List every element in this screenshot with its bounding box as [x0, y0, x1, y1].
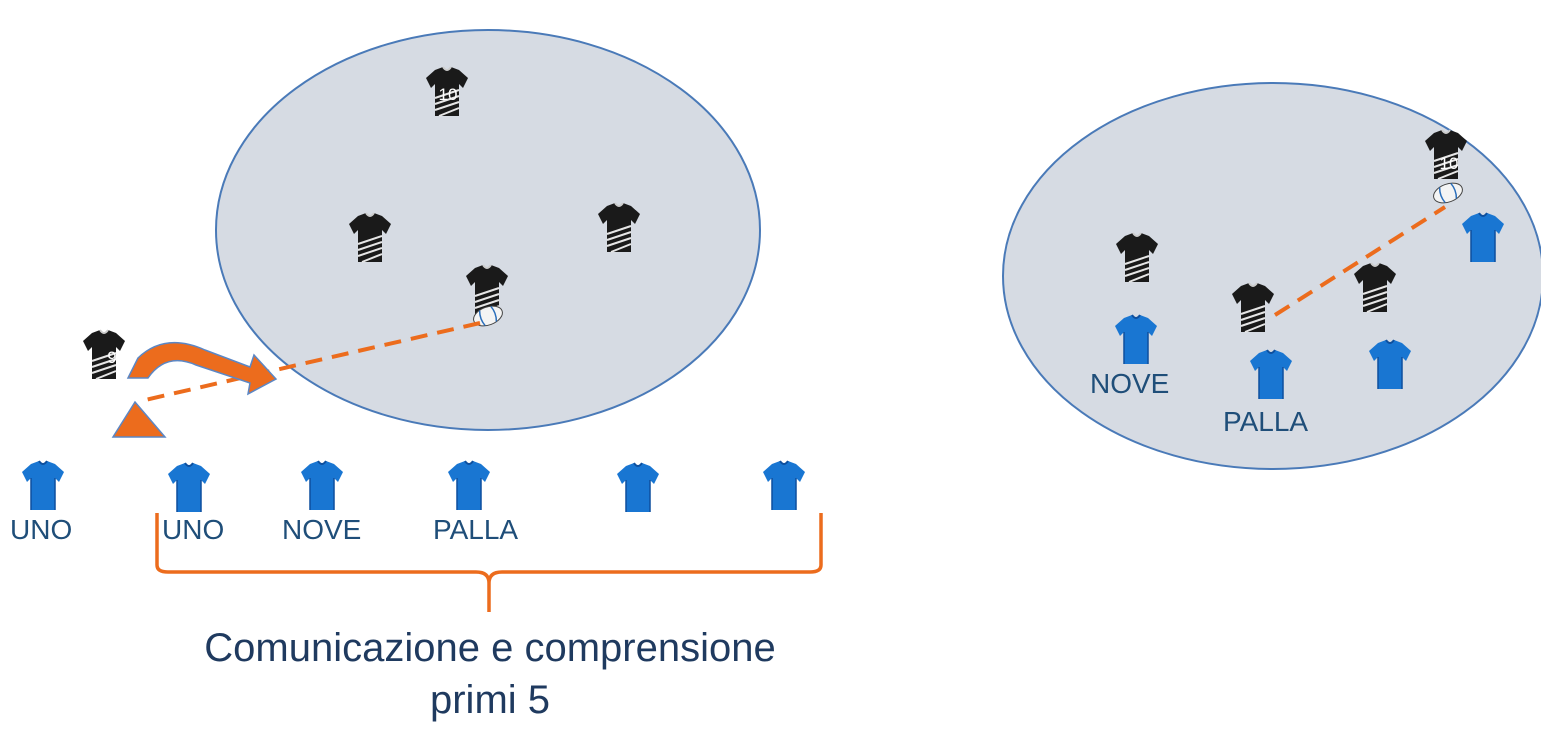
pass-arrowhead — [111, 400, 167, 438]
jersey-number-9: 9 — [107, 348, 116, 367]
caption: Comunicazione e comprensione primi 5 — [130, 622, 850, 726]
right-defense-area — [1002, 82, 1541, 470]
call-palla: PALLA — [1223, 406, 1308, 437]
curved-run-arrow — [126, 341, 278, 396]
jersey-number-10: 10 — [439, 85, 458, 104]
scrum-half-jersey-9 — [82, 329, 126, 380]
left-scene: 10 9 UNO UNO NOVE PALLA — [10, 29, 823, 612]
defender-jersey — [300, 460, 344, 511]
call-nove: NOVE — [1090, 368, 1169, 399]
right-scene: 10 NOVE PALLA — [1002, 82, 1541, 470]
defender-jersey — [167, 462, 211, 513]
defender-jersey — [21, 460, 65, 511]
caption-line-1: Comunicazione e comprensione — [204, 626, 776, 670]
call-palla: PALLA — [433, 514, 518, 545]
call-uno: UNO — [162, 514, 224, 545]
call-uno: UNO — [10, 514, 72, 545]
defender-jersey — [447, 460, 491, 511]
defender-jersey — [616, 462, 660, 513]
call-nove: NOVE — [282, 514, 361, 545]
pass-line — [144, 321, 481, 402]
caption-line-2: primi 5 — [429, 678, 551, 722]
brace — [155, 513, 823, 612]
defender-jersey — [762, 460, 806, 511]
jersey-number-10: 10 — [1440, 154, 1459, 173]
left-defense-area — [215, 29, 761, 431]
pass-line — [1273, 205, 1447, 317]
